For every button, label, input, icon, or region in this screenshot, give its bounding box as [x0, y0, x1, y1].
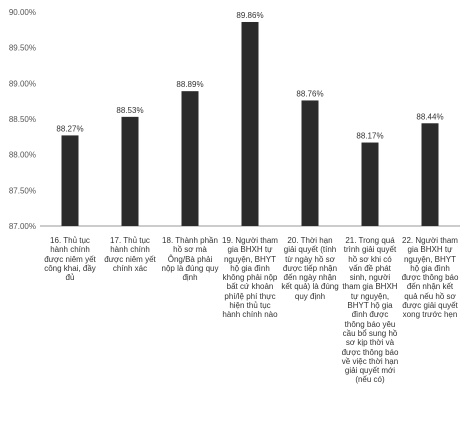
bar: [61, 135, 79, 226]
y-tick-label: 87.50%: [9, 186, 36, 195]
y-tick-label: 89.00%: [9, 79, 36, 88]
x-category-label: 22. Người tham gia BHXH tự nguyện, BHYT …: [401, 236, 459, 320]
y-axis: 87.00% 87.50% 88.00% 88.50% 89.00% 89.50% 90.0…: [9, 8, 36, 231]
bar-data-label: 88.27%: [56, 124, 83, 133]
bar: [361, 142, 379, 226]
bar-data-label: 88.89%: [176, 80, 203, 89]
y-tick-label: 88.00%: [9, 151, 36, 160]
y-tick-label: 90.00%: [9, 8, 36, 17]
data-labels: 88.27% 88.53% 88.89% 89.86% 88.76% 88.17% 88.4…: [56, 11, 443, 141]
bar-data-label: 88.17%: [356, 132, 383, 141]
x-category-label: 17. Thủ tục hành chính được niêm yết chí…: [104, 236, 156, 273]
y-tick-label: 88.50%: [9, 115, 36, 124]
bar-data-label: 88.53%: [116, 106, 143, 115]
x-category-label: 18. Thành phần hồ sơ mà Ông/Bà phải nộp …: [161, 236, 219, 283]
bar-data-label: 89.86%: [236, 11, 263, 20]
bars: [61, 21, 439, 227]
bar: [181, 91, 199, 227]
x-category-label: 16. Thủ tục hành chính được niêm yết côn…: [44, 236, 96, 283]
x-category-label: 21. Trong quá trình giải quyết hồ sơ khi…: [341, 236, 399, 385]
bar: [421, 123, 439, 226]
bar-data-label: 88.76%: [296, 89, 323, 98]
bar-data-label: 88.44%: [416, 112, 443, 121]
bar: [241, 21, 259, 227]
y-tick-label: 89.50%: [9, 44, 36, 53]
x-category-label: 20. Thời hạn giải quyết (tính từ ngày hồ…: [281, 236, 339, 301]
x-category-label: 19. Người tham gia BHXH tự nguyện, BHYT …: [222, 236, 278, 320]
bar: [121, 116, 139, 226]
y-tick-label: 87.00%: [9, 222, 36, 231]
bar: [301, 100, 319, 226]
